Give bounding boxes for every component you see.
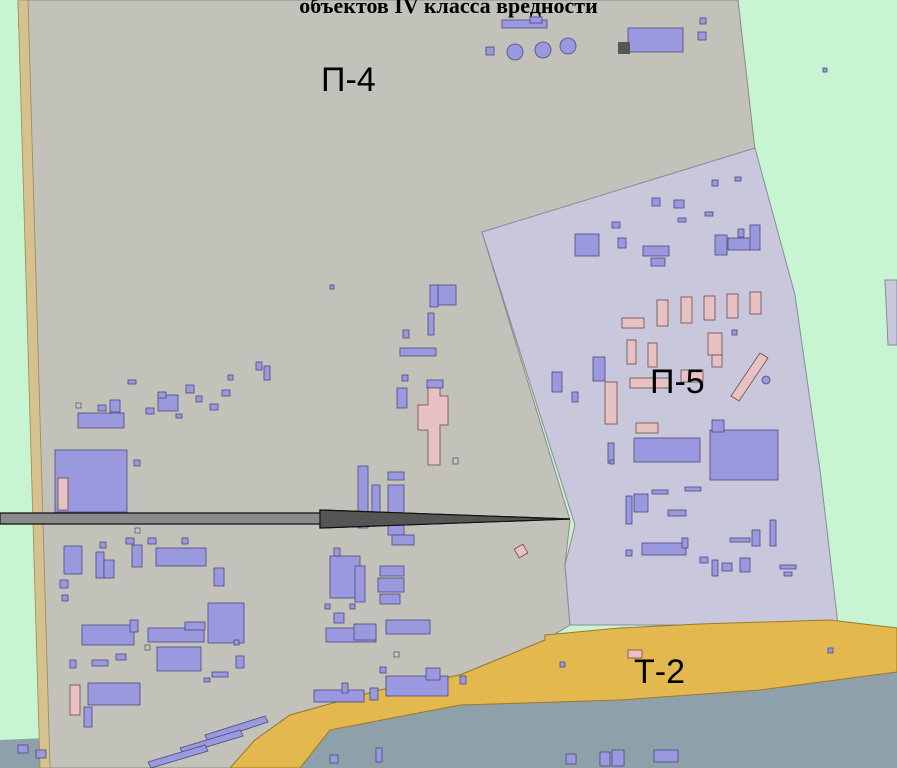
zone-right-fragment [884, 279, 897, 346]
zone-label-t2: Т-2 [634, 653, 685, 691]
buildings-p5 [551, 176, 797, 577]
water-zone [300, 672, 897, 768]
zone-label-p5: П-5 [650, 363, 705, 401]
zone-label-p4: П-4 [321, 61, 376, 99]
zone-t2 [229, 619, 897, 768]
arrow-pointer [0, 509, 571, 529]
road-strip [17, 0, 51, 768]
buildings-middle [329, 284, 529, 559]
buildings-left [17, 361, 271, 768]
buildings-top [485, 16, 828, 73]
buildings-bottom [313, 547, 834, 767]
